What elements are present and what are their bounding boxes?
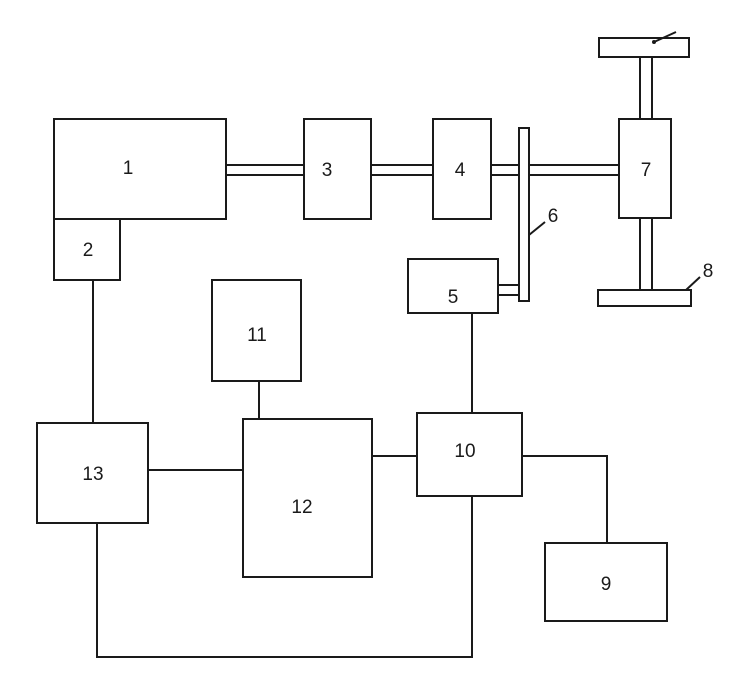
block-10 — [416, 412, 523, 497]
label-7: 7 — [641, 160, 652, 181]
block-5 — [407, 258, 499, 314]
block-11 — [211, 279, 302, 382]
leader-6 — [528, 221, 546, 236]
wire-10-9 — [522, 455, 608, 543]
shaft-1-3 — [225, 164, 305, 176]
shaft-4-6 — [490, 164, 520, 176]
label-13: 13 — [82, 464, 103, 485]
shaft-5-6 — [497, 284, 520, 296]
label-3: 3 — [322, 160, 333, 181]
label-10: 10 — [454, 441, 475, 462]
wire-13-10-bottom — [96, 496, 473, 658]
top-plate — [598, 37, 690, 58]
block-4 — [432, 118, 492, 220]
shaft-3-4 — [370, 164, 434, 176]
block-9 — [544, 542, 668, 622]
shaft-7-down — [639, 217, 653, 291]
leader-top-plate — [653, 31, 677, 43]
label-5: 5 — [448, 287, 459, 308]
label-8: 8 — [703, 261, 714, 282]
leader-8 — [685, 276, 701, 291]
label-12: 12 — [291, 497, 312, 518]
shaft-6-7 — [528, 164, 620, 176]
label-2: 2 — [83, 240, 94, 261]
block-8-plate — [597, 289, 692, 307]
label-1: 1 — [123, 158, 134, 179]
shaft-7-up — [639, 56, 653, 120]
block-3 — [303, 118, 372, 220]
block-1 — [53, 118, 227, 220]
block-2 — [53, 218, 121, 281]
block-12 — [242, 418, 373, 578]
block-7 — [618, 118, 672, 219]
block-6 — [518, 127, 530, 302]
block-13 — [36, 422, 149, 524]
label-4: 4 — [455, 160, 466, 181]
label-9: 9 — [601, 574, 612, 595]
leader-top-plate-dot — [652, 40, 656, 44]
label-11: 11 — [247, 325, 267, 346]
label-6: 6 — [548, 206, 559, 227]
